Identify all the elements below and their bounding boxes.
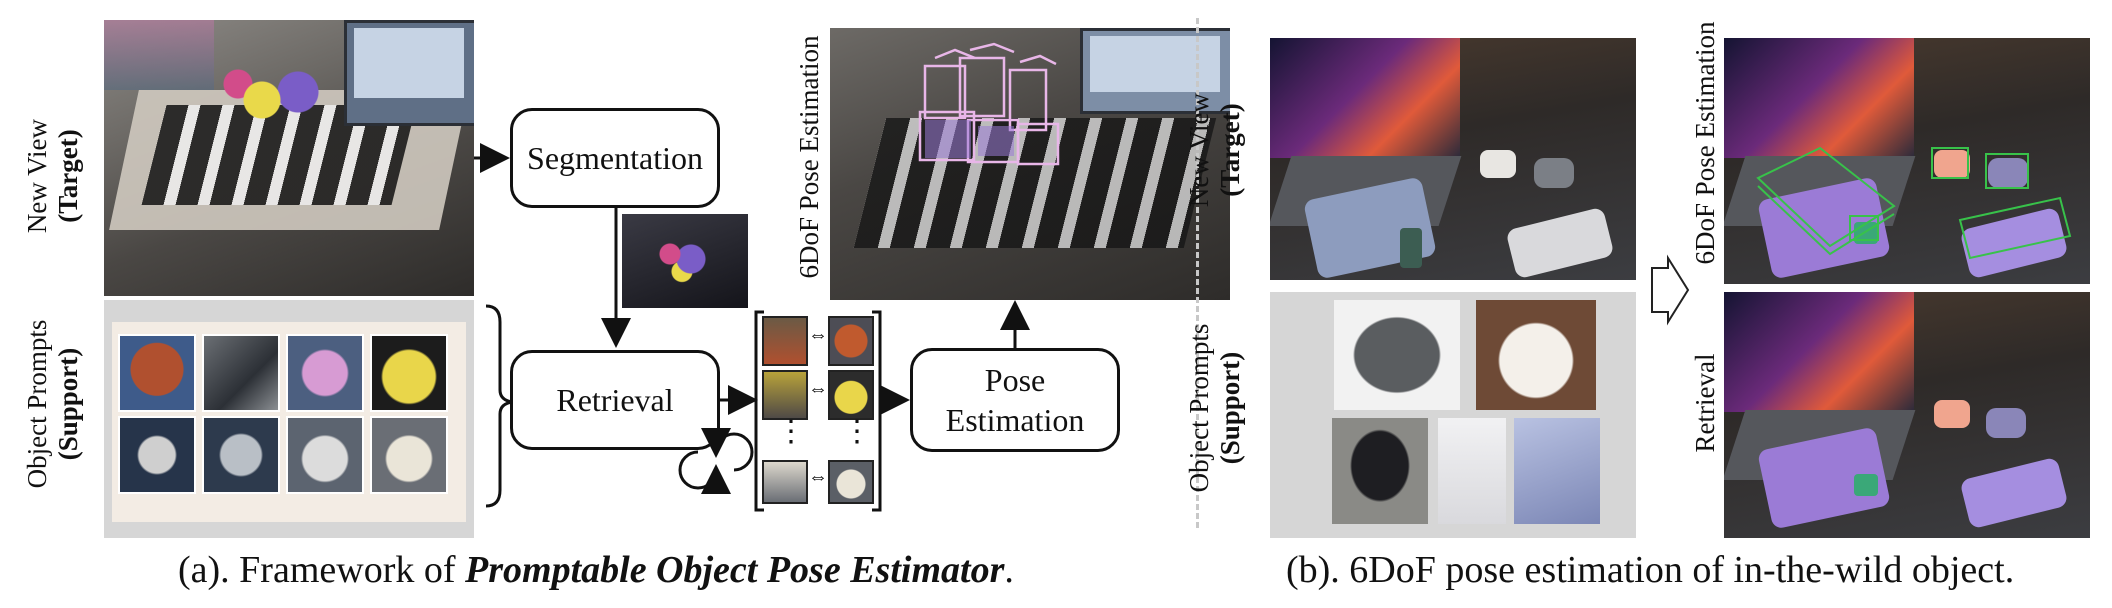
retrieved-support-3 [828,460,874,504]
retrieval-module: Retrieval [510,350,720,450]
pair-arrow-1: ⇔ [808,324,828,346]
pose-box-tops [934,42,1057,66]
b-support-watch [1330,416,1430,526]
support-thumb-8 [370,416,448,494]
hollow-arrow-icon [1651,254,1690,326]
pair-arrow-3: ⇔ [808,466,828,488]
target-scene-photo [104,20,474,296]
b-support-airpods-case [1474,298,1598,412]
caption-a-suffix: . [1004,549,1014,591]
panel-divider [1196,18,1199,528]
pose-box-6 [1016,122,1060,166]
pose-estimation-module: Pose Estimation [910,348,1120,452]
b-pose-box-airpods [1931,147,1969,179]
b-pose-box-tablet-side [1757,185,1895,256]
retrieved-target-3 [762,460,808,504]
caption-a-emphasis: Promptable Object Pose Estimator [465,549,1005,591]
b-support-earbuds-case [1332,298,1462,412]
pose-box-2 [958,56,1006,118]
segmentation-module: Segmentation [510,108,720,208]
pose-box-3 [1008,68,1048,132]
support-thumb-1 [118,334,196,412]
caption-a: (a). Framework of Promptable Object Pose… [178,548,1014,592]
pose-module-line1: Pose [984,362,1046,398]
pose-box-1 [923,64,967,120]
support-thumb-4 [370,334,448,412]
segmentation-output-thumb [622,214,748,308]
b-pose-box-earbuds [1985,153,2029,189]
support-thumb-3 [286,334,364,412]
b-pose-box-phone [1958,196,2072,260]
b-pose-box-watch [1849,215,1879,241]
retrieved-support-1 [828,316,874,366]
caption-a-prefix: (a). Framework of [178,549,466,591]
b-support-phone [1436,416,1508,526]
support-thumb-6 [202,416,280,494]
retrieved-target-1 [762,316,808,366]
pair-arrow-2: ⇔ [808,378,828,400]
b-pose-box-tablet [1756,146,1896,248]
segmentation-label: Segmentation [527,140,703,176]
pose-module-line2: Estimation [945,402,1085,438]
support-thumb-5 [118,416,196,494]
support-thumb-2 [202,334,280,412]
retrieved-support-2 [828,370,874,420]
b-retrieval-photo [1724,292,2090,538]
b-support-tablet [1512,416,1602,526]
support-thumb-7 [286,416,364,494]
retrieved-target-2 [762,370,808,420]
retrieval-label: Retrieval [556,382,674,418]
b-target-scene-photo [1270,38,1636,280]
caption-b: (b). 6DoF pose estimation of in-the-wild… [1286,549,2015,591]
pose-box-4 [918,110,976,162]
